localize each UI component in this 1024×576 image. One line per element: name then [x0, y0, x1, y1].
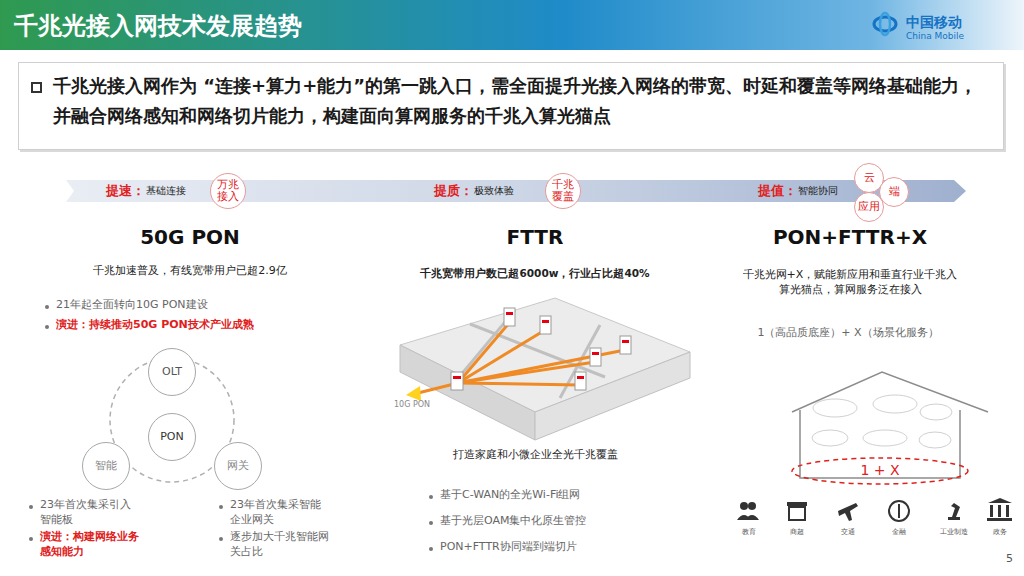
page-number: 5: [1006, 552, 1013, 567]
node-text: 云: [864, 172, 875, 184]
node-text: 应用: [858, 201, 880, 213]
logo-text: 中国移动: [906, 13, 962, 32]
statement-box: 千兆光接入网作为 “连接+算力+能力”的第一跳入口，需全面提升光接入网络的带宽、…: [18, 62, 1004, 150]
circle-node: PON: [148, 413, 196, 461]
node-text: 万兆接入: [217, 179, 239, 202]
stage-desc: 极致体验: [474, 180, 514, 202]
bullet-item: 基于光层OAM集中化原生管控: [440, 514, 660, 529]
bullet-dot: [29, 505, 33, 509]
column-heading: FTTR: [435, 224, 635, 251]
icon-label: 政务: [982, 528, 1018, 537]
formula-note: 1（高品质底座）+ X（场景化服务）: [723, 326, 973, 341]
bullet-dot: [429, 495, 433, 499]
node-text: 端: [889, 186, 900, 198]
title-bar: [0, 0, 1024, 50]
scenario-ellipse: 1 + X: [790, 456, 970, 486]
column-heading: 50G PON: [90, 224, 290, 251]
column-note: 千兆光网+X，赋能新应用和垂直行业千兆入算光猫点，算网服务泛在接入: [743, 268, 958, 298]
page-title: 千兆光接入网技术发展趋势: [14, 10, 302, 42]
stage-desc: 基础连接: [146, 180, 186, 202]
bullet-item: 逐步加大千兆智能网关占比: [230, 530, 330, 560]
bullet-dot: [429, 547, 433, 551]
industry-icons: [737, 498, 1012, 521]
progress-band: 提速：基础连接提质：极致体验提值：智能协同万兆接入千兆覆盖云端应用: [66, 180, 966, 202]
bullet-item: 演进：构建网络业务感知能力: [40, 530, 140, 560]
node-text: 网关: [227, 460, 249, 472]
circle-node: 千兆覆盖: [545, 173, 581, 209]
bullet-item: 基于C-WAN的全光Wi-Fi组网: [440, 488, 660, 503]
stage-name: 提速：: [106, 180, 145, 202]
icon-label: 交通: [828, 528, 868, 537]
logo-text: China Mobile: [906, 30, 964, 42]
bullet-item: 23年首次集采引入智能板: [40, 498, 140, 528]
bullet-item: 23年首次集采智能企业网关: [230, 498, 330, 528]
column-note: 千兆加速普及，有线宽带用户已超2.9亿: [40, 264, 340, 279]
port-label: 10G PON: [394, 400, 434, 411]
square-bullet: [31, 82, 42, 93]
node-text: 智能: [95, 460, 117, 472]
bullet-dot: [429, 521, 433, 525]
bullet-dot: [219, 505, 223, 509]
bullet-dot: [45, 325, 49, 329]
bullet-item: 演进：持续推动50G PON技术产业成熟: [56, 318, 356, 333]
column-heading: PON+FTTR+X: [740, 224, 960, 251]
logo-symbol: [874, 13, 896, 35]
icon-label: 工业制造: [929, 528, 979, 537]
node-text: 千兆覆盖: [552, 179, 574, 202]
node-text: 1 + X: [790, 461, 970, 480]
circle-node: OLT: [148, 348, 196, 396]
fttr-illustration: [400, 298, 690, 440]
stage-desc: 智能协同: [798, 180, 838, 202]
bullet-item: PON+FTTR协同端到端切片: [440, 540, 660, 555]
bullet-dot: [29, 537, 33, 541]
stage-name: 提值：: [758, 180, 797, 202]
stage-name: 提质：: [434, 180, 473, 202]
bullet-dot: [45, 305, 49, 309]
column-note: 千兆宽带用户数已超6000w，行业占比超40%: [375, 266, 695, 280]
circle-node: 网关: [214, 442, 262, 490]
bullet-dot: [219, 537, 223, 541]
node-text: 千兆光接入网作为 “连接+算力+能力”的第一跳入口，需全面提升光接入网络的带宽、…: [53, 71, 993, 130]
icon-label: 金融: [879, 528, 919, 537]
node-text: PON: [160, 431, 184, 443]
icon-label: 教育: [729, 528, 769, 537]
column-note: 打造家庭和小微企业全光千兆覆盖: [385, 448, 685, 463]
circle-node: 应用: [854, 192, 884, 222]
circle-node: 万兆接入: [210, 173, 246, 209]
node-text: OLT: [162, 366, 182, 378]
icon-label: 商超: [777, 528, 817, 537]
bullet-item: 21年起全面转向10G PON建设: [56, 298, 316, 313]
circle-node: 智能: [82, 442, 130, 490]
